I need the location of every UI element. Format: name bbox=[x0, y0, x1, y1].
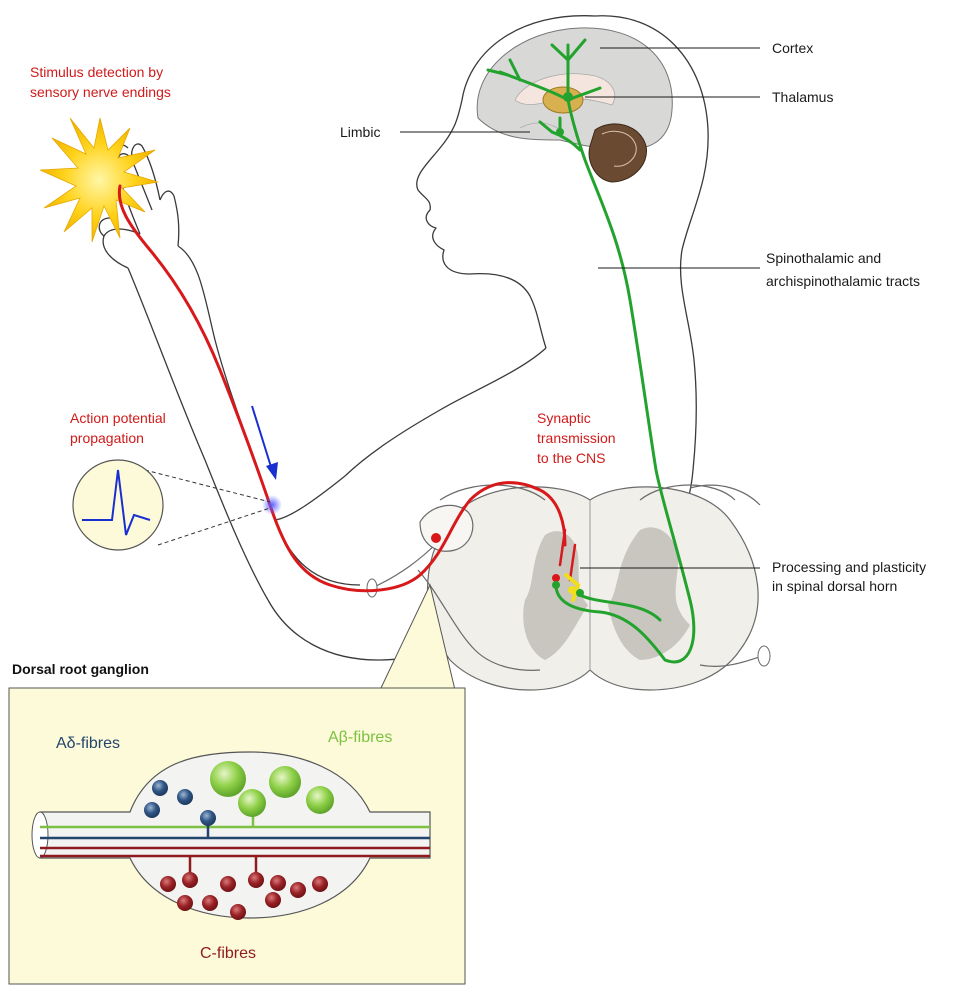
label-processing-2: in spinal dorsal horn bbox=[772, 578, 897, 594]
label-action-1: Action potential bbox=[70, 410, 166, 426]
action-potential-inset bbox=[73, 460, 270, 550]
action-potential-glow bbox=[262, 495, 282, 515]
label-synaptic-3: to the CNS bbox=[537, 450, 605, 466]
label-synaptic-1: Synaptic bbox=[537, 410, 591, 426]
drg-title: Dorsal root ganglion bbox=[12, 661, 149, 677]
drg-cell-body-red bbox=[431, 533, 441, 543]
label-stimulus-1: Stimulus detection by bbox=[30, 64, 163, 80]
stimulus-burst-icon bbox=[40, 118, 158, 242]
label-a-delta: Aδ-fibres bbox=[56, 735, 120, 752]
label-spinothalamic-1: Spinothalamic and bbox=[766, 250, 881, 266]
label-processing-1: Processing and plasticity bbox=[772, 559, 926, 575]
label-stimulus-2: sensory nerve endings bbox=[30, 84, 171, 100]
label-a-beta: Aβ-fibres bbox=[328, 729, 392, 746]
label-c-fibres: C-fibres bbox=[200, 945, 256, 962]
label-action-2: propagation bbox=[70, 430, 144, 446]
label-synaptic-2: transmission bbox=[537, 430, 616, 446]
label-cortex: Cortex bbox=[772, 40, 813, 56]
label-spinothalamic-2: archispinothalamic tracts bbox=[766, 273, 920, 289]
label-limbic: Limbic bbox=[340, 124, 380, 140]
label-thalamus: Thalamus bbox=[772, 89, 833, 105]
